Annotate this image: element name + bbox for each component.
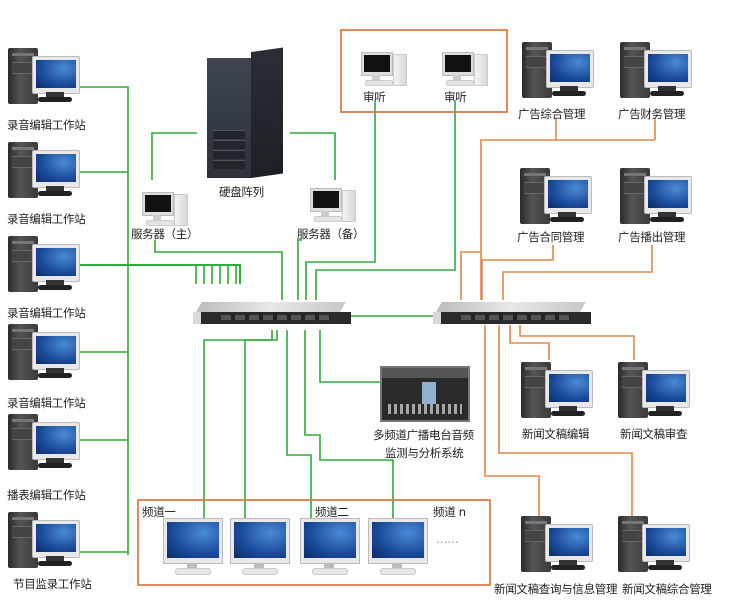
ad-workstation-label: 广告播出管理 [618,230,686,244]
channel-label-1: 频道一 [142,505,176,519]
channel-monitor-icon[interactable] [230,518,290,575]
workstation-label: 节目监录工作站 [13,577,92,591]
server-primary-icon[interactable] [142,190,188,228]
desktop-computer-icon [8,140,80,202]
channel-label-n: 频道 n [433,505,466,519]
desktop-computer-icon [620,40,692,102]
audition-station-2-icon[interactable] [442,50,488,88]
left-bus-line [78,86,129,555]
ad-workstation-label: 广告财务管理 [618,107,686,121]
desktop-computer-icon [521,360,593,422]
workstation-label: 录音编辑工作站 [7,212,86,226]
channel-label-2: 频道二 [315,505,349,519]
audition-label: 审听 [444,90,467,104]
network-switch-left-icon[interactable] [193,302,351,324]
workstation-label: 录音编辑工作站 [7,306,86,320]
news-workstation-label: 新闻文稿查询与信息管理 [494,582,618,596]
monitoring-system-label-line2: 监测与分析系统 [385,446,464,460]
desktop-computer-icon [521,514,593,576]
workstation-label: 录音编辑工作站 [7,396,86,410]
channel-monitor-icon[interactable] [300,518,360,575]
channel-monitor-icon[interactable] [163,518,223,575]
desktop-computer-icon [8,510,80,572]
desktop-computer-icon [620,166,692,228]
server-backup-icon[interactable] [310,186,356,224]
audition-box [340,29,508,113]
desktop-computer-icon [618,360,690,422]
ad-workstation-label: 广告综合管理 [518,107,586,121]
green-network-lines [78,86,456,555]
desktop-computer-icon [8,412,80,474]
desktop-computer-icon [8,234,80,296]
channel-ellipsis: …… [436,532,459,546]
desktop-computer-icon [8,322,80,384]
desktop-computer-icon [522,40,594,102]
orange-network-lines [137,29,656,586]
disk-array-icon[interactable] [207,47,283,180]
ad-workstation-label: 广告合同管理 [517,230,585,244]
news-workstation-label: 新闻文稿综合管理 [622,582,712,596]
desktop-computer-icon [618,514,690,576]
channel-monitor-icon[interactable] [368,518,428,575]
desktop-computer-icon [8,46,80,108]
audition-station-1-icon[interactable] [361,50,407,88]
channel-box [137,499,491,586]
workstation-label: 播表编辑工作站 [7,488,86,502]
monitoring-system-label-line1: 多频道广播电台音频 [373,428,474,442]
audition-label: 审听 [363,90,386,104]
desktop-computer-icon [520,166,592,228]
news-workstation-label: 新闻文稿编辑 [522,427,590,441]
news-workstation-label: 新闻文稿审查 [620,427,688,441]
audio-monitoring-device-icon[interactable] [380,366,470,422]
server-primary-label: 服务器（主） [131,227,199,241]
workstation-label: 录音编辑工作站 [7,118,86,132]
server-backup-label: 服务器（备） [297,227,365,241]
disk-array-label: 硬盘阵列 [219,185,264,199]
network-switch-right-icon[interactable] [433,302,591,324]
